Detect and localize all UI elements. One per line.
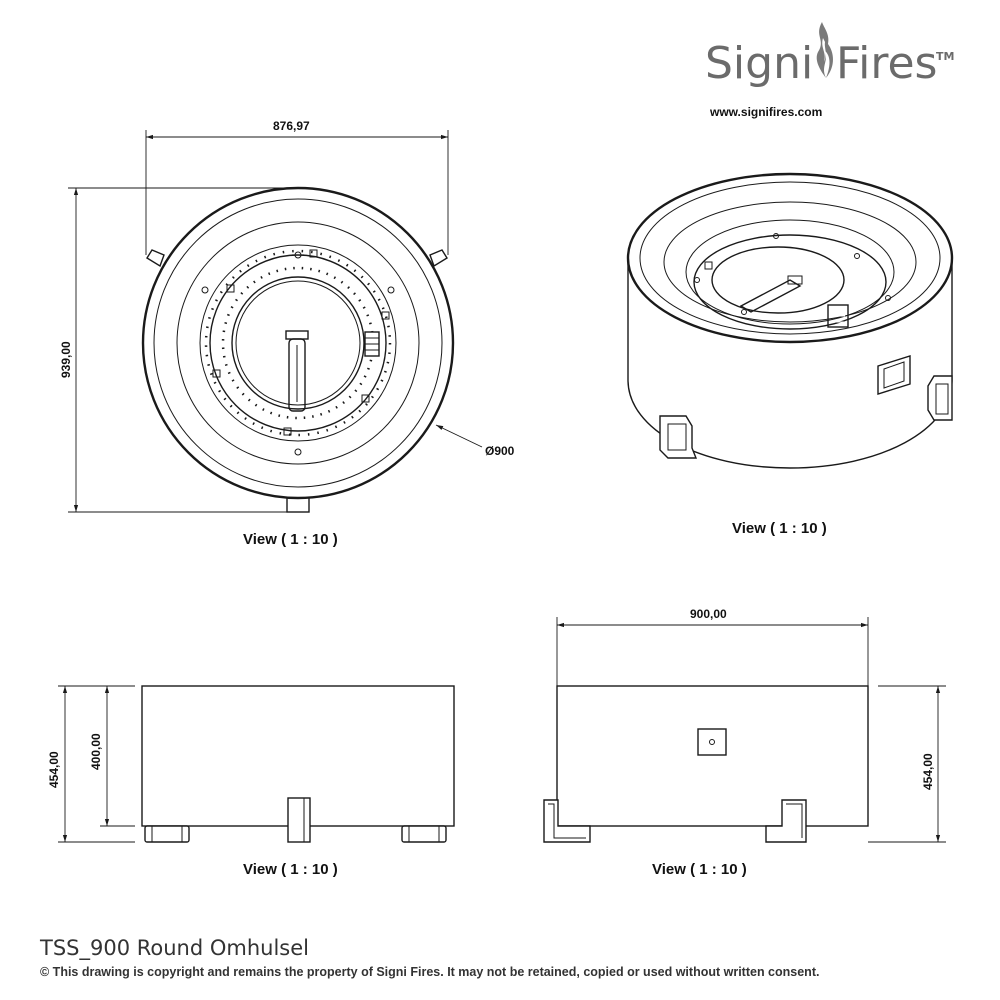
dimension-width-top: 876,97 bbox=[145, 119, 449, 255]
diameter-leader: Ø900 bbox=[435, 424, 515, 458]
side-left-view-label: View ( 1 : 10 ) bbox=[243, 861, 338, 878]
dimension-height-right: 454,00 bbox=[921, 753, 935, 790]
igniter-iso bbox=[827, 304, 849, 328]
dimension-diameter-label: Ø900 bbox=[485, 444, 515, 458]
side-view-left: 454,00 400,00 View ( 1 : 10 ) bbox=[47, 685, 455, 878]
dimension-inner-height-left: 400,00 bbox=[89, 733, 103, 770]
copyright-notice: © This drawing is copyright and remains … bbox=[40, 965, 819, 979]
brand-name-left: Signi bbox=[705, 38, 813, 89]
access-opening-iso bbox=[877, 355, 911, 395]
side-right-view-label: View ( 1 : 10 ) bbox=[652, 861, 747, 878]
dimension-height-top: 939,00 bbox=[59, 187, 300, 513]
isometric-view: View ( 1 : 10 ) bbox=[626, 172, 954, 537]
dimension-height-label: 939,00 bbox=[59, 341, 73, 378]
dimension-width-right: 900,00 bbox=[690, 607, 727, 621]
igniter-block bbox=[364, 331, 380, 357]
flame-icon bbox=[816, 22, 833, 78]
dimension-outer-height-left: 454,00 bbox=[47, 751, 61, 788]
side-view-right: 900,00 454,00 View ( 1 : 10 ) bbox=[543, 607, 946, 878]
brand-logo: Signi Fires TM www.signifires.com bbox=[705, 22, 954, 119]
brand-name-right: Fires bbox=[836, 38, 937, 89]
burner-slot bbox=[285, 330, 309, 412]
brand-trademark: TM bbox=[936, 50, 954, 63]
top-view: 876,97 939,00 bbox=[59, 119, 515, 548]
footer: TSS_900 Round Omhulsel © This drawing is… bbox=[39, 936, 819, 979]
iso-view-label: View ( 1 : 10 ) bbox=[732, 520, 827, 537]
brand-website: www.signifires.com bbox=[709, 105, 822, 119]
dimension-width-label: 876,97 bbox=[273, 119, 310, 133]
top-view-label: View ( 1 : 10 ) bbox=[243, 531, 338, 548]
iso-legs bbox=[659, 375, 953, 459]
drawing-title: TSS_900 Round Omhulsel bbox=[39, 936, 309, 961]
